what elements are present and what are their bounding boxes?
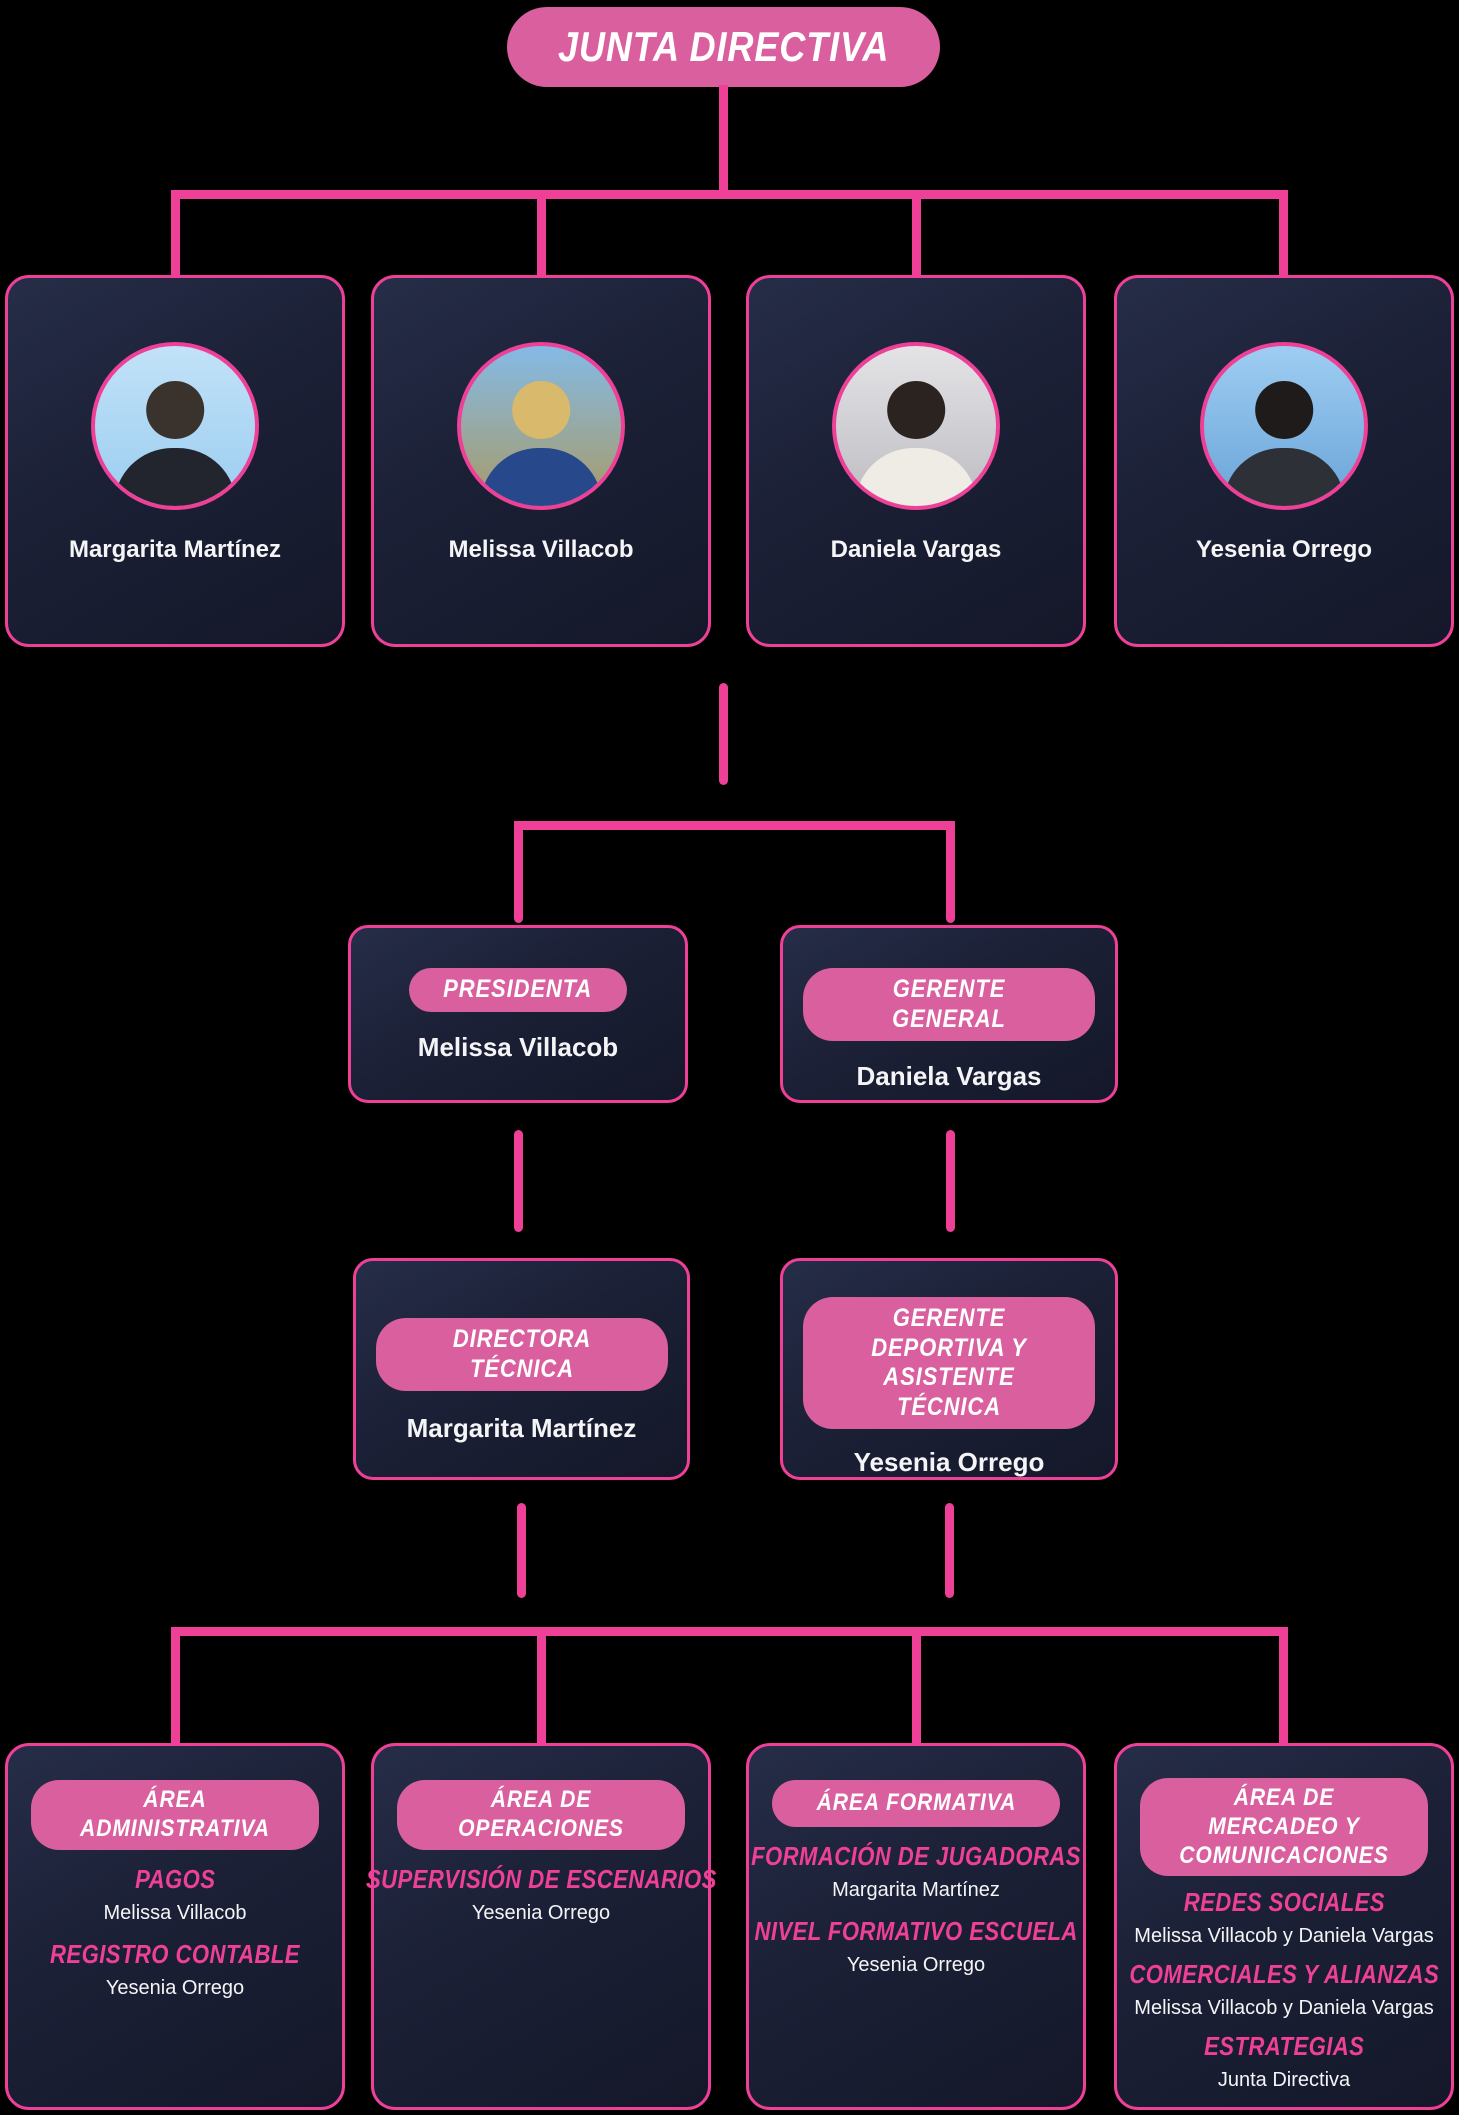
area-role: REDES SOCIALES [1166,1887,1403,1918]
area-role: ESTRATEGIAS [1190,2031,1378,2062]
area-title: ÁREA FORMATIVA [816,1789,1016,1817]
area-person: Melissa Villacob y Daniela Vargas [1134,1925,1434,1948]
member-name: Margarita Martínez [68,536,282,563]
area-role-label: SUPERVISIÓN DE ESCENARIOS [365,1863,717,1894]
connector-bus-bottom [171,1627,1288,1636]
area-person: Yesenia Orrego [846,1954,986,1976]
avatar-body [480,448,602,506]
page-title: JUNTA DIRECTIVA [557,23,890,70]
connector-l2-l3-left [514,1130,523,1232]
role-pill: GERENTE DEPORTIVA Y ASISTENTE TÉCNICA [803,1297,1095,1429]
connector-title-stem [719,85,728,193]
area-role: COMERCIALES Y ALIANZAS [1102,1959,1459,1990]
connector-bracket-l2-right [946,827,955,923]
area-person: Yesenia Orrego [471,1901,611,1924]
area-role-label: REGISTRO CONTABLE [50,1938,300,1969]
area-role-label: NIVEL FORMATIVO ESCUELA [754,1916,1078,1946]
connector-drop-1 [171,196,180,275]
avatar-head [1255,381,1313,439]
area-role-label: ESTRATEGIAS [1203,2031,1365,2062]
connector-mid-stem [719,683,728,785]
avatar-body [855,448,977,506]
area-role-label: PAGOS [134,1863,216,1894]
board-member-card: Margarita Martínez [5,275,345,647]
area-person: Junta Directiva [1217,2069,1351,2092]
role-pill: PRESIDENTA [409,968,627,1012]
avatar-body [114,448,236,506]
title-pill: JUNTA DIRECTIVA [507,7,940,87]
area-title-pill: ÁREA DE OPERACIONES [397,1780,685,1850]
area-title-pill: ÁREA DE MERCADEO Y COMUNICACIONES [1140,1778,1428,1877]
board-member-card: Melissa Villacob [371,275,711,647]
area-person: Melissa Villacob y Daniela Vargas [1134,1997,1434,2020]
connector-area-drop-1 [171,1633,180,1743]
area-title: ÁREA DE MERCADEO Y COMUNICACIONES [1179,1784,1389,1869]
role-pill: DIRECTORA TÉCNICA [375,1318,668,1391]
area-role-label: FORMACIÓN DE JUGADORAS [751,1841,1081,1871]
member-photo [91,342,259,510]
connector-area-drop-3 [912,1633,921,1743]
role-title: GERENTE GENERAL [892,975,1006,1033]
area-person: Melissa Villacob [103,1901,247,1924]
area-role: PAGOS [128,1864,222,1895]
avatar-head [512,381,570,439]
connector-bracket-l2 [514,821,955,830]
role-box-gerente-general: GERENTE GENERAL Daniela Vargas [780,925,1118,1103]
area-title: ÁREA ADMINISTRATIVA [80,1786,270,1842]
connector-area-drop-2 [537,1633,546,1743]
area-person: Yesenia Orrego [105,1976,245,1999]
connector-l3-bus-left [517,1503,526,1598]
area-role: NIVEL FORMATIVO ESCUELA [726,1916,1106,1947]
role-title: DIRECTORA TÉCNICA [452,1325,591,1383]
area-role-label: REDES SOCIALES [1183,1887,1385,1918]
role-person: Yesenia Orrego [853,1447,1045,1477]
role-box-presidenta: PRESIDENTA Melissa Villacob [348,925,688,1103]
connector-l3-bus-right [945,1503,954,1598]
role-box-directora-tecnica: DIRECTORA TÉCNICA Margarita Martínez [353,1258,690,1480]
connector-bracket-l2-left [514,827,523,923]
area-role: FORMACIÓN DE JUGADORAS [722,1841,1110,1872]
role-person: Margarita Martínez [406,1413,637,1443]
role-box-gerente-deportiva: GERENTE DEPORTIVA Y ASISTENTE TÉCNICA Ye… [780,1258,1118,1480]
area-card-administrativa: ÁREA ADMINISTRATIVA PAGOS Melissa Villac… [5,1743,345,2110]
area-role-label: COMERCIALES Y ALIANZAS [1129,1959,1439,1990]
member-name: Daniela Vargas [830,536,1002,563]
area-role: SUPERVISIÓN DE ESCENARIOS [335,1864,748,1895]
avatar-body [1223,448,1345,506]
role-pill: GERENTE GENERAL [803,968,1095,1041]
connector-drop-4 [1279,196,1288,275]
area-card-operaciones: ÁREA DE OPERACIONES SUPERVISIÓN DE ESCEN… [366,1743,716,2110]
role-person: Daniela Vargas [856,1061,1042,1091]
connector-drop-3 [912,196,921,275]
member-photo [457,342,625,510]
area-title-pill: ÁREA ADMINISTRATIVA [31,1780,319,1850]
member-name: Melissa Villacob [448,536,634,563]
connector-drop-2 [537,196,546,275]
member-photo [832,342,1000,510]
area-title-pill: ÁREA FORMATIVA [772,1780,1060,1827]
member-photo [1200,342,1368,510]
area-role: REGISTRO CONTABLE [28,1939,322,1970]
avatar-head [146,381,204,439]
board-member-card: Daniela Vargas [746,275,1086,647]
connector-bus-top [171,190,1288,199]
avatar-head [887,381,945,439]
role-person: Melissa Villacob [417,1031,619,1062]
area-person: Margarita Martínez [832,1879,1000,1901]
area-card-formativa: ÁREA FORMATIVA FORMACIÓN DE JUGADORAS Ma… [746,1743,1086,2110]
role-title: PRESIDENTA [443,975,593,1003]
area-title: ÁREA DE OPERACIONES [458,1786,624,1842]
board-member-card: Yesenia Orrego [1114,275,1454,647]
connector-l2-l3-right [946,1130,955,1232]
area-card-mercadeo: ÁREA DE MERCADEO Y COMUNICACIONES REDES … [1114,1743,1454,2110]
member-name: Yesenia Orrego [1195,536,1373,563]
role-title: GERENTE DEPORTIVA Y ASISTENTE TÉCNICA [871,1304,1027,1421]
connector-area-drop-4 [1279,1633,1288,1743]
